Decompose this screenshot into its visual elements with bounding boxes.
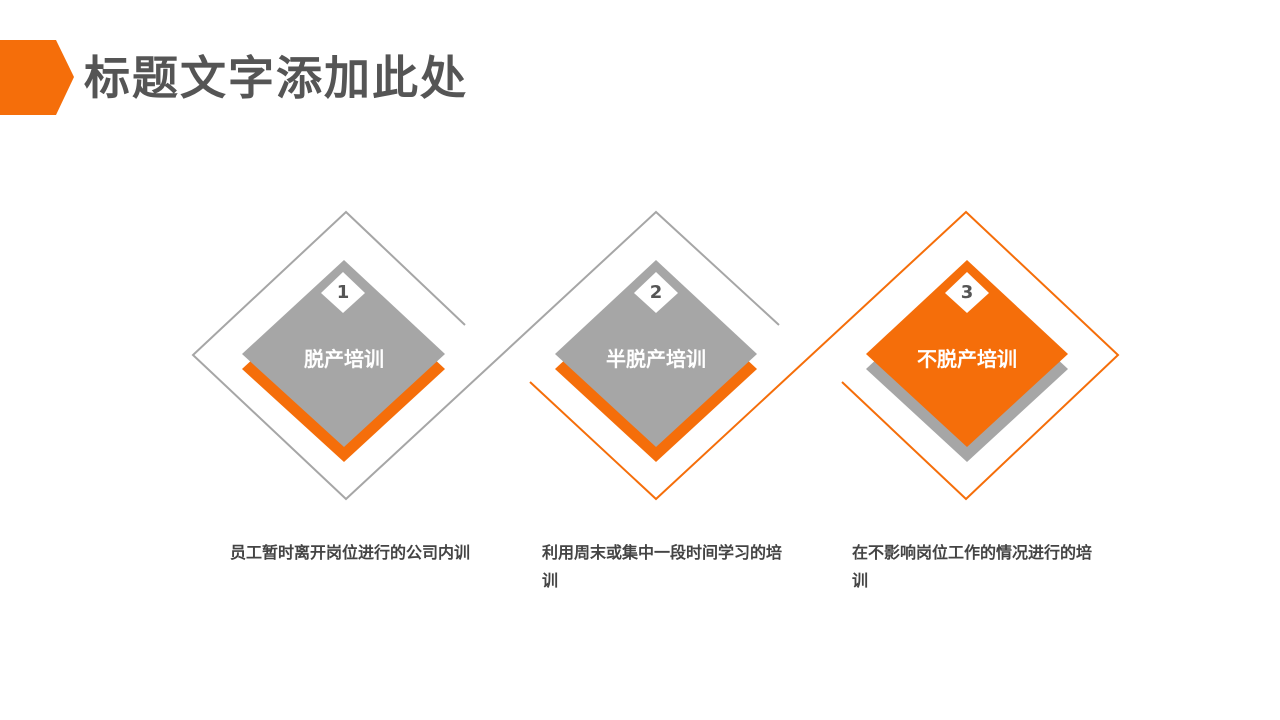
- card-1-outline: [191, 210, 780, 501]
- card-1-label: 脱产培训: [304, 347, 384, 371]
- card-1-number: 1: [336, 282, 350, 303]
- card-3-label: 不脱产培训: [917, 347, 1017, 371]
- page-title: 标题文字添加此处: [84, 51, 468, 105]
- title-tab-arrow: [0, 40, 74, 115]
- card-2-outline: [529, 210, 1120, 501]
- number-badge-3: [945, 272, 989, 313]
- card-3-diamond: [866, 260, 1068, 462]
- card-2-diamond: [555, 260, 757, 462]
- card-3-number: 3: [960, 282, 974, 303]
- card-1-description: 员工暂时离开岗位进行的公司内训: [230, 543, 471, 562]
- card-2-label: 半脱产培训: [606, 347, 706, 371]
- card-1-diamond: [242, 260, 445, 462]
- card-3-description: 在不影响岗位工作的情况进行的培训: [852, 543, 1093, 590]
- card-2-description: 利用周末或集中一段时间学习的培训: [542, 543, 783, 590]
- card-2-number: 2: [649, 282, 663, 303]
- number-badge-1: [321, 272, 365, 313]
- outline-lines: [191, 210, 1120, 501]
- number-badge-2: [634, 272, 678, 313]
